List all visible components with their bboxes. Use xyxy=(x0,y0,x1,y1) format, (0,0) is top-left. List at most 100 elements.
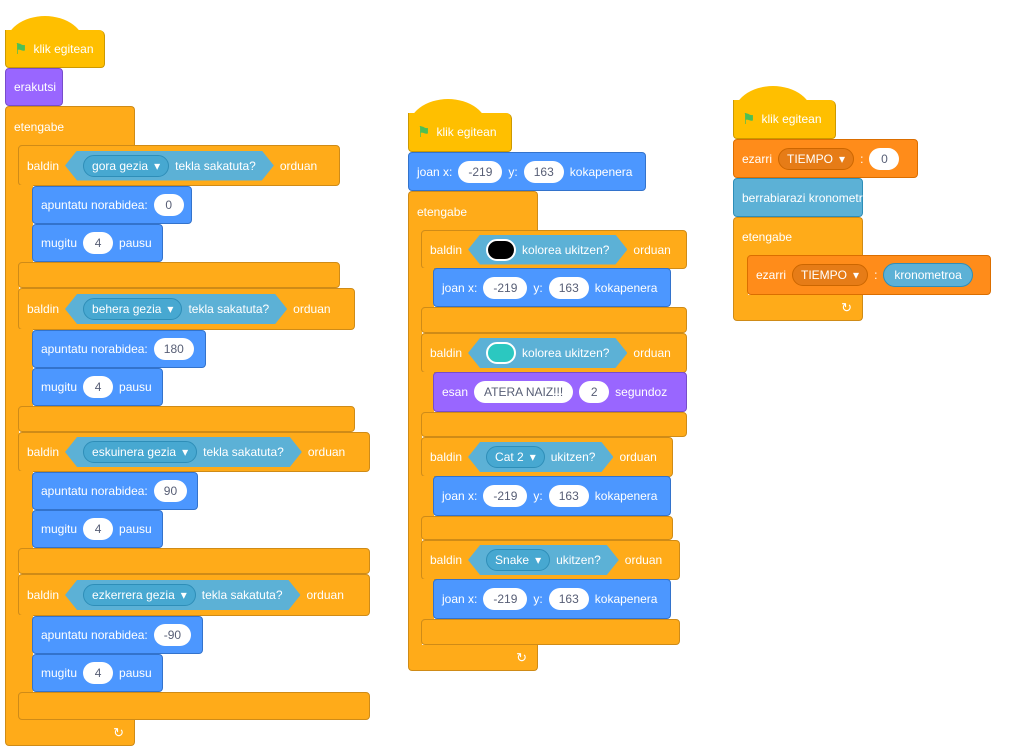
touching-sprite-condition[interactable]: Cat 2▾ ukitzen? xyxy=(468,442,613,472)
key-dropdown[interactable]: behera gezia▾ xyxy=(83,298,182,320)
set-variable-block[interactable]: ezarri TIEMPO▾ : 0 xyxy=(733,139,918,178)
block-label: esan xyxy=(442,385,469,399)
point-direction-block[interactable]: apuntatu norabidea: 0 xyxy=(32,186,192,224)
say-for-secs-block[interactable]: esan ATERA NAIZ!!! 2 segundoz xyxy=(433,372,687,412)
when-flag-clicked-block[interactable]: ⚑ klik egitean xyxy=(5,30,105,68)
if-block[interactable]: baldin Cat 2▾ ukitzen? orduan xyxy=(421,437,673,477)
block-label: mugitu xyxy=(41,236,78,250)
block-label: y: xyxy=(508,164,518,179)
point-direction-block[interactable]: apuntatu norabidea: 180 xyxy=(32,330,206,368)
point-direction-block[interactable]: apuntatu norabidea: -90 xyxy=(32,616,203,654)
if-block[interactable]: baldin ezkerrera gezia▾ tekla sakatuta? … xyxy=(18,574,370,616)
forever-block[interactable]: etengabe xyxy=(408,191,538,231)
sprite-dropdown[interactable]: Snake▾ xyxy=(486,549,550,571)
block-label: pausu xyxy=(119,666,152,680)
direction-input[interactable]: 0 xyxy=(153,194,184,216)
y-input[interactable]: 163 xyxy=(548,485,589,507)
seconds-input[interactable]: 2 xyxy=(579,381,610,403)
x-input[interactable]: -219 xyxy=(483,485,528,507)
block-label: etengabe xyxy=(14,119,65,134)
steps-input[interactable]: 4 xyxy=(83,376,114,398)
timer-reporter[interactable]: kronometroa xyxy=(883,263,973,287)
touching-color-condition[interactable]: kolorea ukitzen? xyxy=(468,235,627,265)
x-input[interactable]: -219 xyxy=(458,160,503,183)
key-dropdown[interactable]: eskuinera gezia▾ xyxy=(83,441,197,463)
key-pressed-condition[interactable]: eskuinera gezia▾ tekla sakatuta? xyxy=(65,437,302,467)
if-block[interactable]: baldin eskuinera gezia▾ tekla sakatuta? … xyxy=(18,432,370,472)
x-input[interactable]: -219 xyxy=(483,276,528,299)
steps-input[interactable]: 4 xyxy=(83,662,114,684)
value-input[interactable]: 0 xyxy=(869,147,900,170)
x-input[interactable]: -219 xyxy=(483,588,528,610)
direction-input[interactable]: 90 xyxy=(153,480,188,502)
block-label: erakutsi xyxy=(14,80,57,94)
if-arm xyxy=(18,615,33,693)
variable-dropdown[interactable]: TIEMPO▾ xyxy=(792,264,869,286)
dropdown-value: gora gezia xyxy=(92,158,149,173)
if-block[interactable]: baldin kolorea ukitzen? orduan xyxy=(421,230,687,269)
y-input[interactable]: 163 xyxy=(548,276,589,299)
block-label: orduan xyxy=(279,158,318,173)
if-block[interactable]: baldin behera gezia▾ tekla sakatuta? ord… xyxy=(18,288,355,330)
direction-input[interactable]: 180 xyxy=(153,338,194,360)
forever-block[interactable]: etengabe xyxy=(733,217,863,256)
variable-dropdown[interactable]: TIEMPO▾ xyxy=(778,147,855,170)
move-steps-block[interactable]: mugitu 4 pausu xyxy=(32,224,163,262)
key-pressed-condition[interactable]: ezkerrera gezia▾ tekla sakatuta? xyxy=(65,580,300,610)
key-pressed-condition[interactable]: behera gezia▾ tekla sakatuta? xyxy=(65,294,287,324)
show-block[interactable]: erakutsi xyxy=(5,68,63,106)
goto-xy-block[interactable]: joan x: -219 y: 163 kokapenera xyxy=(433,476,671,516)
sprite-dropdown[interactable]: Cat 2▾ xyxy=(486,446,545,468)
loop-arrow-icon: ↻ xyxy=(113,725,124,740)
set-variable-block[interactable]: ezarri TIEMPO▾ : kronometroa xyxy=(747,255,991,295)
touching-sprite-condition[interactable]: Snake▾ ukitzen? xyxy=(468,545,619,575)
if-block[interactable]: baldin kolorea ukitzen? orduan xyxy=(421,333,687,373)
if-block[interactable]: baldin Snake▾ ukitzen? orduan xyxy=(421,540,680,580)
key-dropdown[interactable]: ezkerrera gezia▾ xyxy=(83,584,196,606)
dropdown-value: TIEMPO xyxy=(801,268,848,282)
block-label: kokapenera xyxy=(594,489,658,503)
when-flag-clicked-block[interactable]: ⚑ klik egitean xyxy=(408,113,512,152)
color-swatch[interactable] xyxy=(486,342,516,364)
block-label: tekla sakatuta? xyxy=(203,445,284,459)
y-input[interactable]: 163 xyxy=(548,588,589,610)
if-arm xyxy=(18,471,33,549)
block-label: ezarri xyxy=(742,151,773,166)
dropdown-value: TIEMPO xyxy=(787,151,834,166)
block-label: orduan xyxy=(307,445,346,459)
block-label: kolorea ukitzen? xyxy=(522,242,610,257)
dropdown-arrow-icon: ▾ xyxy=(154,158,161,173)
block-label: tekla sakatuta? xyxy=(201,588,283,602)
steps-input[interactable]: 4 xyxy=(83,518,114,540)
block-label: y: xyxy=(533,592,543,606)
y-input[interactable]: 163 xyxy=(523,160,564,183)
move-steps-block[interactable]: mugitu 4 pausu xyxy=(32,510,163,548)
block-label: tekla sakatuta? xyxy=(175,158,256,173)
direction-input[interactable]: -90 xyxy=(153,624,192,646)
color-swatch[interactable] xyxy=(486,239,516,261)
block-label: apuntatu norabidea: xyxy=(41,342,148,356)
if-bottom xyxy=(421,412,687,437)
when-flag-clicked-block[interactable]: ⚑ klik egitean xyxy=(733,100,836,139)
key-dropdown[interactable]: gora gezia ▾ xyxy=(83,155,169,177)
move-steps-block[interactable]: mugitu 4 pausu xyxy=(32,368,163,406)
goto-xy-block[interactable]: joan x: -219 y: 163 kokapenera xyxy=(433,268,671,307)
touching-color-condition[interactable]: kolorea ukitzen? xyxy=(468,338,627,368)
key-pressed-condition[interactable]: gora gezia ▾ tekla sakatuta? xyxy=(65,151,274,181)
goto-xy-block[interactable]: joan x: -219 y: 163 kokapenera xyxy=(408,152,646,191)
point-direction-block[interactable]: apuntatu norabidea: 90 xyxy=(32,472,198,510)
say-text-input[interactable]: ATERA NAIZ!!! xyxy=(474,381,574,403)
block-label: kokapenera xyxy=(569,164,633,179)
reset-timer-block[interactable]: berrabiarazi kronometroa xyxy=(733,178,876,217)
if-bottom xyxy=(18,548,370,574)
block-label: mugitu xyxy=(41,380,78,394)
if-block[interactable]: baldin gora gezia▾ tekla sakatuta? ordua… xyxy=(18,145,340,186)
if-bottom xyxy=(18,262,340,288)
move-steps-block[interactable]: mugitu 4 pausu xyxy=(32,654,163,692)
block-label: kokapenera xyxy=(594,280,658,295)
goto-xy-block[interactable]: joan x: -219 y: 163 kokapenera xyxy=(433,579,671,619)
forever-block[interactable]: etengabe xyxy=(5,106,135,146)
block-label: pausu xyxy=(119,522,152,536)
steps-input[interactable]: 4 xyxy=(83,232,114,254)
dropdown-value: eskuinera gezia xyxy=(92,445,177,459)
